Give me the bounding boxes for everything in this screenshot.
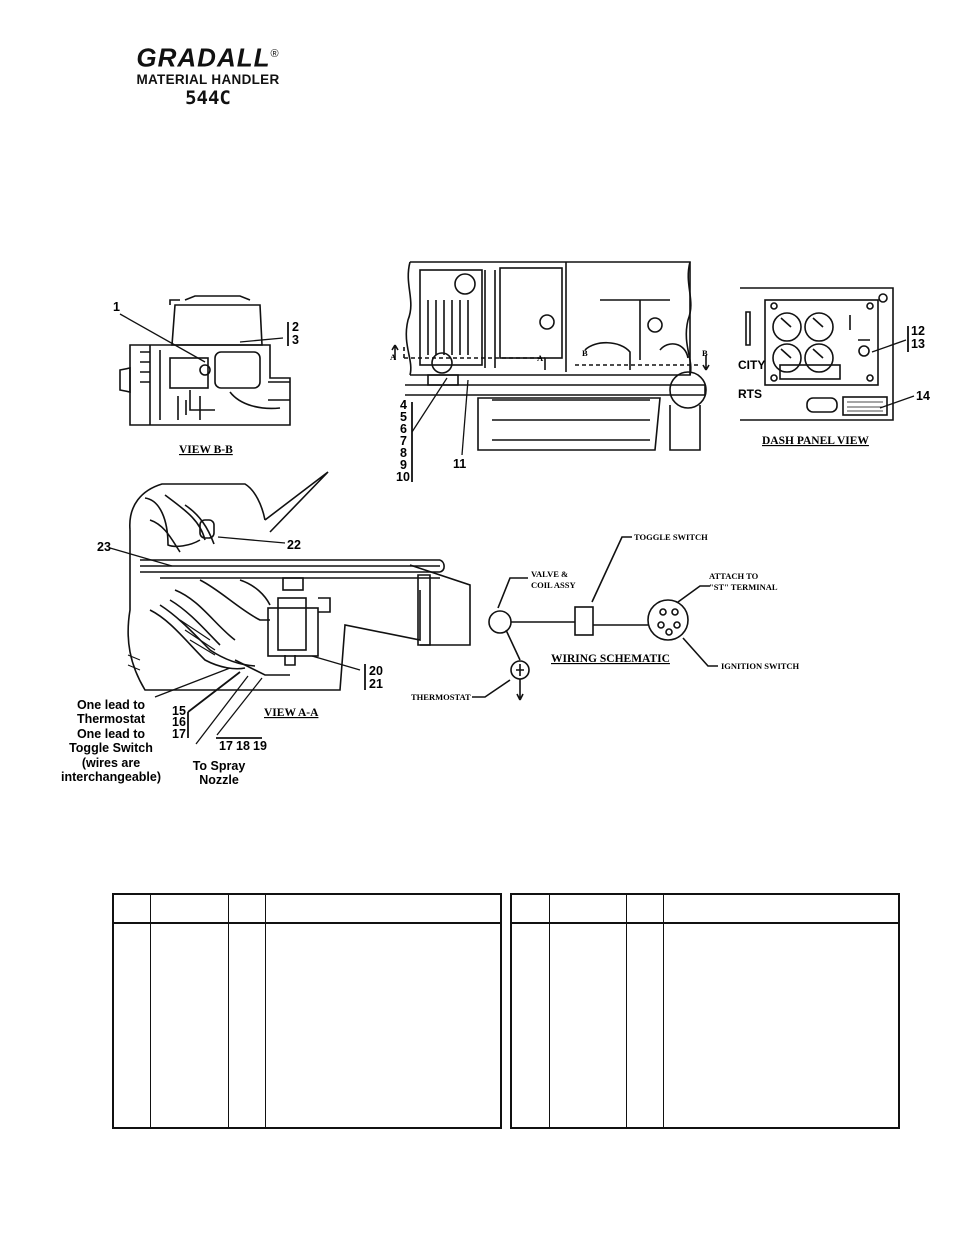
valve-coil-label-2: COIL ASSY xyxy=(531,580,576,590)
dash-panel-caption: DASH PANEL VIEW xyxy=(762,435,869,447)
parts-table-header xyxy=(512,895,898,924)
callout-22: 22 xyxy=(287,538,301,552)
dash-city-text: CITY xyxy=(738,358,765,372)
wire-note-line: One lead to xyxy=(77,698,145,712)
callout-3: 3 xyxy=(292,333,299,347)
callout-20: 20 xyxy=(369,664,383,678)
callout-19: 19 xyxy=(253,739,267,753)
product-subtitle: MATERIAL HANDLER xyxy=(136,71,280,87)
callout-17: 17 xyxy=(172,727,186,741)
section-mark-a-right: A xyxy=(537,353,544,363)
view-aa-caption: VIEW A-A xyxy=(264,707,319,719)
spray-note: To Spray Nozzle xyxy=(193,759,246,787)
wiring-schematic-drawing xyxy=(472,536,718,701)
callout-8: 8 xyxy=(400,446,407,460)
view-bb-caption: VIEW B-B xyxy=(179,444,233,456)
gradall-logo: GRADALL® MATERIAL HANDLER 544C xyxy=(108,40,308,109)
section-mark-b-right: B xyxy=(702,348,708,358)
brand-name: GRADALL® xyxy=(136,42,280,73)
parts-table-header xyxy=(114,895,500,924)
attach-to-label-1: ATTACH TO xyxy=(709,571,759,581)
view-bb-drawing xyxy=(119,295,291,426)
parts-table-left xyxy=(112,893,502,1129)
toggle-switch-label: TOGGLE SWITCH xyxy=(634,532,708,542)
callout-1: 1 xyxy=(113,300,120,314)
thermostat-label: THERMOSTAT xyxy=(411,692,471,702)
wire-note-line: Thermostat xyxy=(77,712,146,726)
parts-table-right xyxy=(510,893,900,1129)
callout-17b: 17 xyxy=(219,739,233,753)
attach-to-label-2: "ST" TERMINAL xyxy=(709,582,778,592)
section-mark-a-left: A xyxy=(390,352,397,362)
parts-table-divider xyxy=(663,895,664,1127)
parts-table-divider xyxy=(228,895,229,1127)
callout-15: 15 xyxy=(172,704,186,718)
dash-rts-text: RTS xyxy=(738,387,762,401)
callout-13: 13 xyxy=(911,337,925,351)
wiring-schematic-caption: WIRING SCHEMATIC xyxy=(551,653,670,665)
callout-21: 21 xyxy=(369,677,383,691)
wire-note: One lead to Thermostat One lead to Toggl… xyxy=(61,698,161,784)
model-number: 544C xyxy=(185,86,231,109)
wire-note-line: One lead to xyxy=(77,727,145,741)
parts-table-divider xyxy=(150,895,151,1127)
wire-note-line: interchangeable) xyxy=(61,770,161,784)
section-mark-b-left: B xyxy=(582,348,588,358)
parts-table-divider xyxy=(265,895,266,1127)
callout-14: 14 xyxy=(916,389,930,403)
callout-5: 5 xyxy=(400,410,407,424)
callout-7: 7 xyxy=(400,434,407,448)
valve-coil-label-1: VALVE & xyxy=(531,569,568,579)
parts-table-divider xyxy=(549,895,550,1127)
dash-panel-drawing xyxy=(740,287,894,421)
wire-note-line: Toggle Switch xyxy=(69,741,153,755)
view-aa-drawing xyxy=(127,471,471,691)
callout-12: 12 xyxy=(911,324,925,338)
spray-note-line: Nozzle xyxy=(199,773,239,787)
callout-18: 18 xyxy=(236,739,250,753)
callout-10: 10 xyxy=(396,470,410,484)
callout-9: 9 xyxy=(400,458,407,472)
wire-note-line: (wires are xyxy=(82,756,140,770)
callout-2: 2 xyxy=(292,320,299,334)
callout-4: 4 xyxy=(400,398,407,412)
ignition-switch-label: IGNITION SWITCH xyxy=(721,661,800,671)
machine-top-view-drawing xyxy=(391,261,710,451)
callout-23: 23 xyxy=(97,540,111,554)
callout-16: 16 xyxy=(172,715,186,729)
parts-table-divider xyxy=(626,895,627,1127)
spray-note-line: To Spray xyxy=(193,759,246,773)
callout-6: 6 xyxy=(400,422,407,436)
callout-11: 11 xyxy=(453,457,466,471)
